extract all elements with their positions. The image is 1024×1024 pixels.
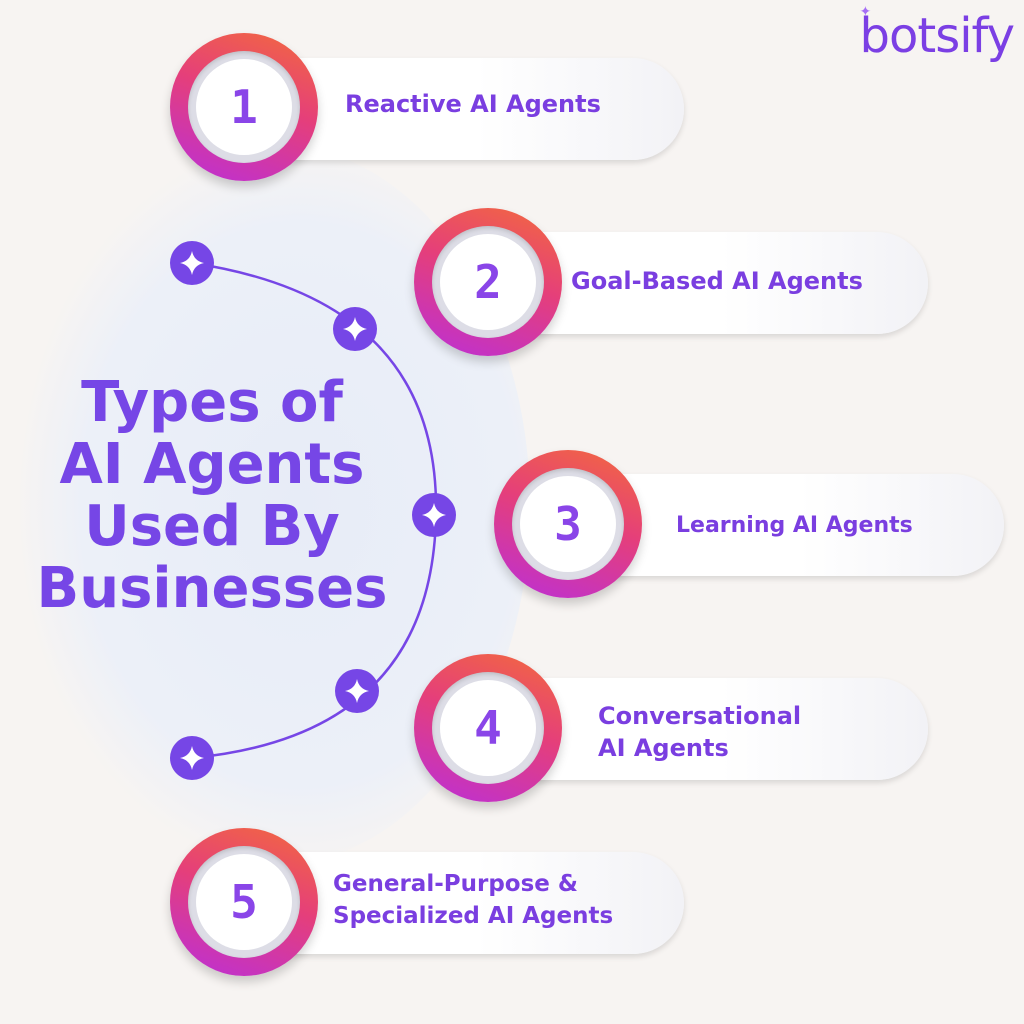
badge-number: 1 — [196, 59, 292, 155]
page-title: Types of AI Agents Used By Businesses — [24, 372, 400, 620]
number-badge-2: 2 — [414, 208, 562, 356]
arc-node — [412, 493, 456, 537]
badge-number: 5 — [196, 854, 292, 950]
number-badge-4: 4 — [414, 654, 562, 802]
agent-type-label-2: Goal-Based AI Agents — [571, 267, 863, 295]
star-icon — [180, 746, 204, 770]
arc-node — [335, 669, 379, 713]
agent-type-label-5: General-Purpose & Specialized AI Agents — [333, 871, 614, 929]
agent-type-label-3: Learning AI Agents — [676, 513, 913, 538]
sparkle-icon: ✦ — [859, 4, 872, 20]
number-badge-1: 1 — [170, 33, 318, 181]
star-icon — [345, 679, 369, 703]
title-line: Businesses — [36, 556, 388, 621]
title-line: AI Agents — [59, 432, 365, 497]
arc-node — [170, 736, 214, 780]
agent-type-label-1: Reactive AI Agents — [345, 90, 601, 118]
arc-node — [170, 241, 214, 285]
botsify-logo: ✦ botsify — [859, 4, 1015, 64]
badge-number: 3 — [520, 476, 616, 572]
logo-text: botsify — [859, 8, 1015, 64]
star-icon — [343, 317, 367, 341]
badge-number: 4 — [440, 680, 536, 776]
title-line: Types of — [81, 370, 343, 435]
number-badge-5: 5 — [170, 828, 318, 976]
star-icon — [422, 503, 446, 527]
number-badge-3: 3 — [494, 450, 642, 598]
arc-node — [333, 307, 377, 351]
agent-type-label-4: Conversational AI Agents — [598, 702, 802, 762]
badge-number: 2 — [440, 234, 536, 330]
star-icon — [180, 251, 204, 275]
title-line: Used By — [84, 494, 340, 559]
